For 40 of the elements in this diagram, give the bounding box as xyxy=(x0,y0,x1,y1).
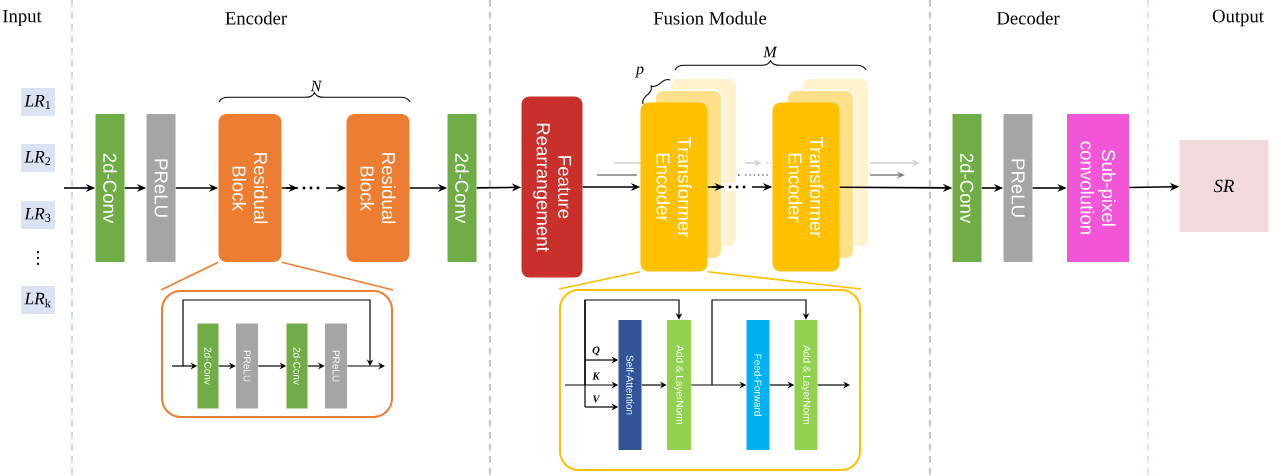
input-image-box: LR$_{k}$ xyxy=(21,286,55,314)
section-heading: Encoder xyxy=(225,11,287,25)
layer-box: PReLU xyxy=(236,323,258,409)
module-box: Transformer Encoder xyxy=(640,102,708,272)
output-image-box: SR xyxy=(1179,140,1269,232)
section-heading: Output xyxy=(1212,9,1264,27)
edge-label: K xyxy=(591,371,601,381)
ellipsis: ⋮ xyxy=(37,251,39,265)
module-box: Residual Block xyxy=(346,114,410,262)
layer-box: Sub-pixel convolution xyxy=(1067,114,1129,262)
repeat-count: M xyxy=(763,46,778,58)
edge-label: Q xyxy=(591,345,601,357)
layer-box: 2d-Conv xyxy=(197,323,219,409)
layer-box: Add & LayerNorm xyxy=(667,320,691,450)
layer-box: PReLU xyxy=(1003,114,1033,262)
module-box: Feature Rearrangement xyxy=(521,96,583,278)
layer-box: 2d-Conv xyxy=(95,114,125,262)
layer-box: 2d-Conv xyxy=(447,114,477,262)
module-box: Transformer Encoder xyxy=(772,102,840,272)
layer-box: Self-Attention xyxy=(618,320,642,450)
edge-label: V xyxy=(591,394,601,404)
section-heading: Input xyxy=(3,9,42,27)
arrow xyxy=(711,299,810,386)
repeat-count: p xyxy=(635,66,644,78)
layer-box: PReLU xyxy=(325,323,347,409)
layer-box: PReLU xyxy=(146,114,176,262)
layer-box: Add & LayerNorm xyxy=(794,320,818,450)
input-image-box: LR$_{1}$ xyxy=(21,88,55,116)
layer-box: Feed-Forward xyxy=(746,320,770,450)
repeat-count: N xyxy=(310,80,323,92)
arrow xyxy=(584,299,683,386)
section-heading: Fusion Module xyxy=(653,11,767,25)
input-image-box: LR$_{3}$ xyxy=(21,201,55,229)
layer-box: 2d-Conv xyxy=(286,323,308,409)
input-image-box: LR$_{2}$ xyxy=(21,144,55,172)
detail-panel xyxy=(161,290,393,418)
detail-panel xyxy=(559,289,861,471)
layer-box: 2d-Conv xyxy=(952,114,982,262)
section-heading: Decoder xyxy=(996,11,1060,25)
module-box: Residual Block xyxy=(218,114,282,262)
